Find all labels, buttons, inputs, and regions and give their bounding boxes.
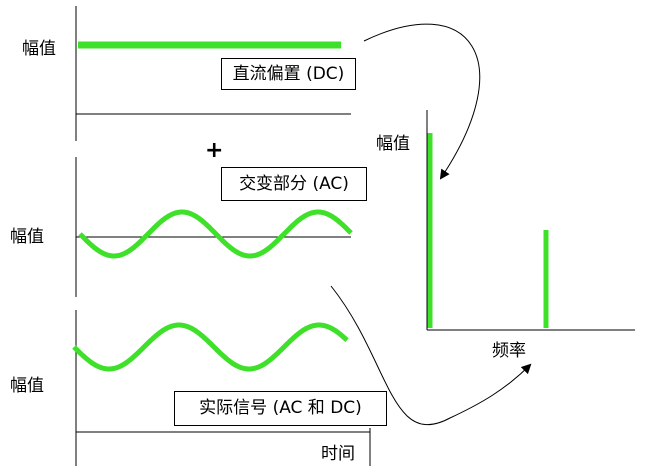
ac-label-box: 交变部分 (AC): [221, 167, 367, 201]
signal-label-box: 实际信号 (AC 和 DC): [174, 391, 387, 426]
dc-label-box: 直流偏置 (DC): [221, 58, 356, 90]
dc-amplitude-label: 幅值: [22, 39, 56, 59]
signal-sine-wave: [72, 322, 349, 372]
frequency-axis-label: 频率: [492, 341, 526, 361]
plus-sign: +: [205, 138, 224, 163]
ac-to-spectrum-arrow: [330, 285, 532, 426]
signal-amplitude-label: 幅值: [10, 376, 44, 396]
spectrum-amplitude-label: 幅值: [376, 134, 410, 154]
ac-sine-wave: [78, 209, 353, 259]
time-axis-label: 时间: [321, 444, 355, 464]
dc-to-spectrum-arrow: [363, 23, 481, 180]
ac-amplitude-label: 幅值: [10, 227, 44, 247]
